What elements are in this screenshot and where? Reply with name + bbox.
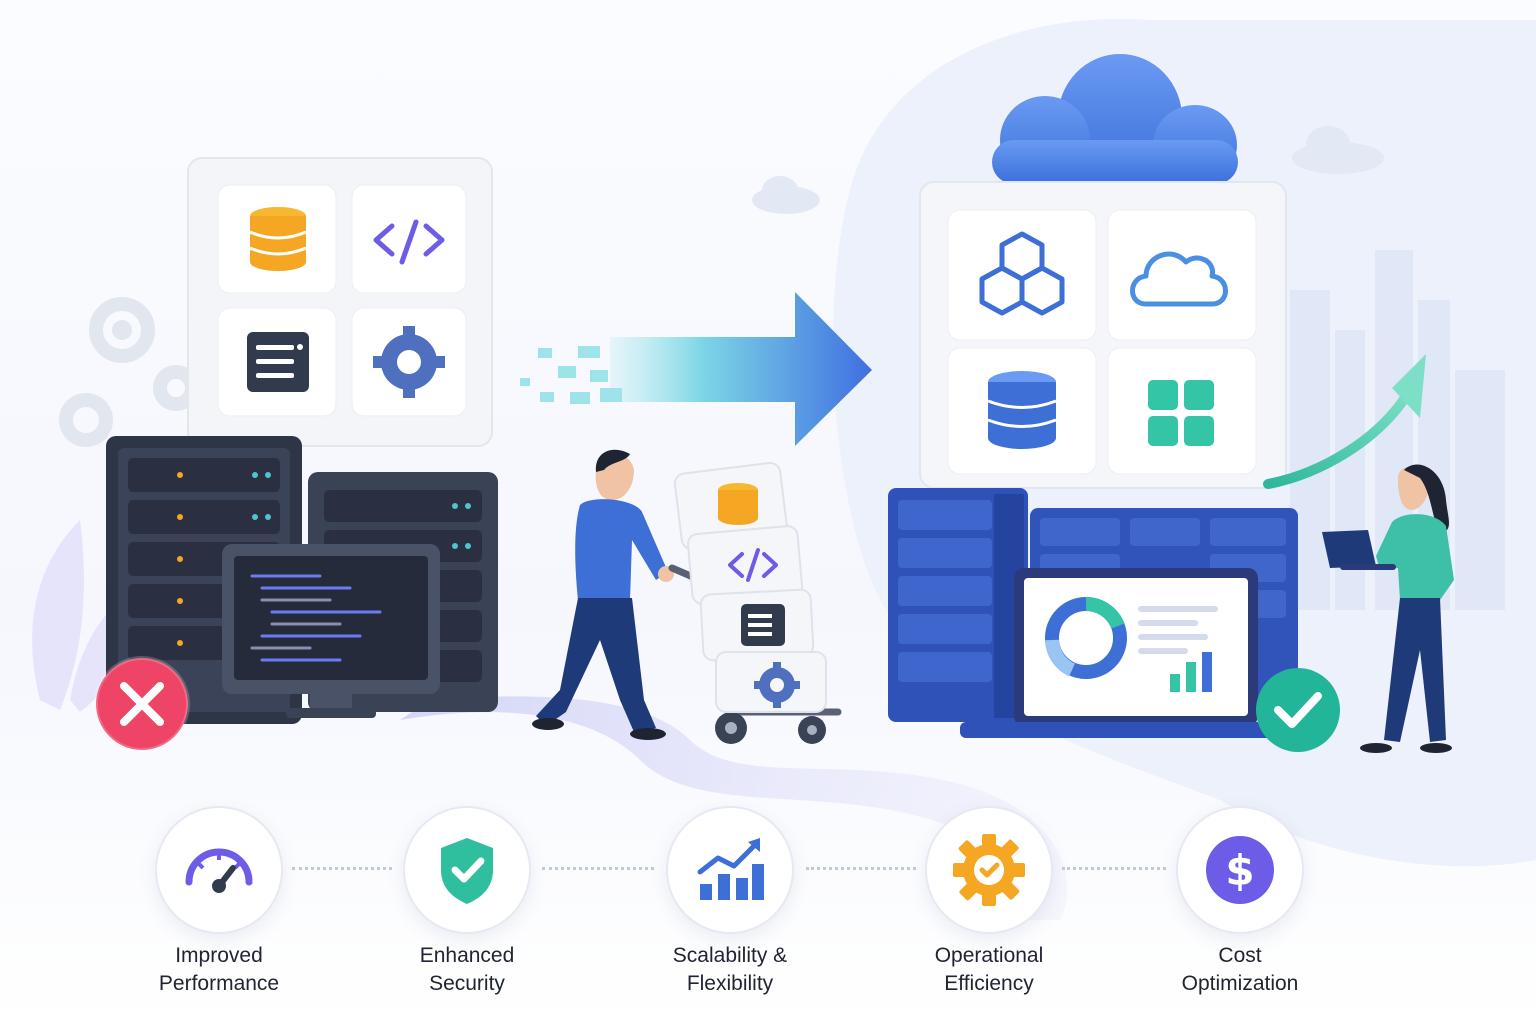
benefit-operational-efficiency: Operational Efficiency bbox=[889, 806, 1089, 998]
grid-icon bbox=[1148, 380, 1214, 446]
list-icon bbox=[247, 332, 309, 392]
database-icon bbox=[718, 483, 758, 525]
benefit-improved-performance: Improved Performance bbox=[119, 806, 319, 998]
benefit-icon-circle bbox=[403, 806, 531, 934]
cloud-main bbox=[992, 54, 1238, 185]
migration-arrow bbox=[520, 292, 872, 446]
benefit-label-line2: Performance bbox=[158, 972, 280, 995]
shield-check-icon bbox=[441, 838, 493, 904]
connector-dots bbox=[292, 867, 392, 870]
benefit-scalability-flexibility: Scalability & Flexibility bbox=[630, 806, 830, 998]
benefit-label-line2: Security bbox=[429, 972, 505, 995]
benefit-label-line2: Efficiency bbox=[944, 972, 1034, 995]
small-cloud-left bbox=[752, 176, 820, 214]
gear-icon bbox=[754, 662, 800, 708]
connector-dots bbox=[1062, 867, 1166, 870]
benefit-icon-circle: $ bbox=[1176, 806, 1304, 934]
cloud-icon bbox=[1130, 251, 1228, 307]
benefit-label-line1: Improved bbox=[175, 944, 263, 967]
cloud-dashboard-laptop bbox=[960, 568, 1276, 738]
benefit-label-line1: Operational bbox=[934, 944, 1044, 967]
connector-dots bbox=[542, 867, 654, 870]
benefit-label-line2: Flexibility bbox=[686, 972, 774, 995]
check-icon bbox=[1256, 668, 1340, 752]
benefit-label-line1: Scalability & bbox=[672, 944, 788, 967]
benefit-icon-circle bbox=[925, 806, 1053, 934]
benefit-label: Improved Performance bbox=[119, 942, 319, 998]
woman-person bbox=[1322, 464, 1454, 753]
benefit-icon-circle bbox=[155, 806, 283, 934]
svg-text:$: $ bbox=[1225, 846, 1254, 895]
benefit-label: Scalability & Flexibility bbox=[630, 942, 830, 998]
benefit-label-line2: Optimization bbox=[1181, 972, 1299, 995]
code-icon bbox=[728, 548, 778, 582]
cloud-server-rack-left bbox=[888, 488, 1028, 722]
worker-person bbox=[532, 449, 674, 740]
code-icon bbox=[373, 219, 445, 265]
bar-chart-up-icon bbox=[697, 838, 764, 900]
list-icon bbox=[741, 604, 785, 646]
hexagon-cluster-icon bbox=[979, 231, 1065, 316]
database-icon bbox=[987, 371, 1057, 449]
benefit-icon-circle bbox=[666, 806, 794, 934]
database-icon bbox=[249, 207, 307, 271]
growth-arrow bbox=[1263, 354, 1426, 489]
gear-icon bbox=[373, 326, 445, 398]
benefit-label: Enhanced Security bbox=[367, 942, 567, 998]
legacy-monitor bbox=[222, 544, 440, 718]
legacy-app-panel bbox=[187, 157, 493, 447]
benefit-label-line1: Enhanced bbox=[419, 944, 515, 967]
connector-dots bbox=[806, 867, 916, 870]
benefit-label: Operational Efficiency bbox=[889, 942, 1089, 998]
benefit-label-line1: Cost bbox=[1218, 944, 1262, 967]
dollar-icon: $ bbox=[1206, 836, 1274, 904]
benefit-label: Cost Optimization bbox=[1140, 942, 1340, 998]
cloud-app-panel bbox=[919, 181, 1287, 489]
benefit-enhanced-security: Enhanced Security bbox=[367, 806, 567, 998]
error-icon bbox=[94, 656, 190, 752]
cart-box-stack bbox=[673, 461, 827, 713]
speedometer-icon bbox=[185, 848, 253, 893]
benefit-cost-optimization: $ Cost Optimization bbox=[1140, 806, 1340, 998]
small-cloud-right bbox=[1292, 126, 1384, 174]
gear-check-icon bbox=[953, 834, 1025, 906]
